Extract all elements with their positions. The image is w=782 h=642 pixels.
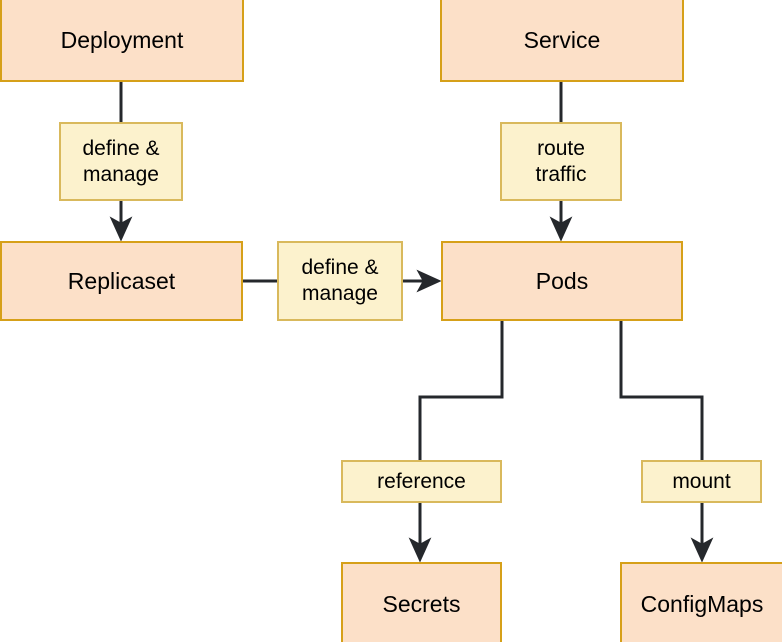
edge-label-define-manage-2[interactable]: define & manage: [277, 241, 403, 321]
node-service-label: Service: [523, 26, 601, 53]
node-replicaset-label: Replicaset: [67, 267, 176, 294]
edge-label-define-manage-2-text: define & manage: [301, 256, 379, 305]
edge-pods-to-mount: [619, 321, 704, 460]
node-replicaset[interactable]: Replicaset: [0, 241, 243, 321]
edge-label-reference[interactable]: reference: [341, 460, 502, 503]
node-configmaps-label: ConfigMaps: [640, 590, 764, 617]
node-deployment-label: Deployment: [60, 26, 184, 53]
edge-label-mount[interactable]: mount: [641, 460, 762, 503]
node-deployment[interactable]: Deployment: [0, 0, 244, 82]
edge-label-mount-text: mount: [672, 469, 731, 493]
edge-label-reference-text: reference: [377, 469, 466, 493]
node-pods-label: Pods: [535, 267, 589, 294]
node-configmaps[interactable]: ConfigMaps: [620, 562, 782, 642]
node-pods[interactable]: Pods: [441, 241, 683, 321]
edge-label-route-traffic-text: route traffic: [535, 136, 587, 186]
edge-label-define-manage-1[interactable]: define & manage: [59, 122, 183, 201]
node-secrets[interactable]: Secrets: [341, 562, 502, 642]
edge-label-define-manage-1-text: define & manage: [82, 136, 160, 186]
edge-label-route-traffic[interactable]: route traffic: [500, 122, 622, 201]
edge-pods-to-reference: [418, 321, 504, 460]
node-secrets-label: Secrets: [382, 590, 461, 617]
node-service[interactable]: Service: [440, 0, 684, 82]
